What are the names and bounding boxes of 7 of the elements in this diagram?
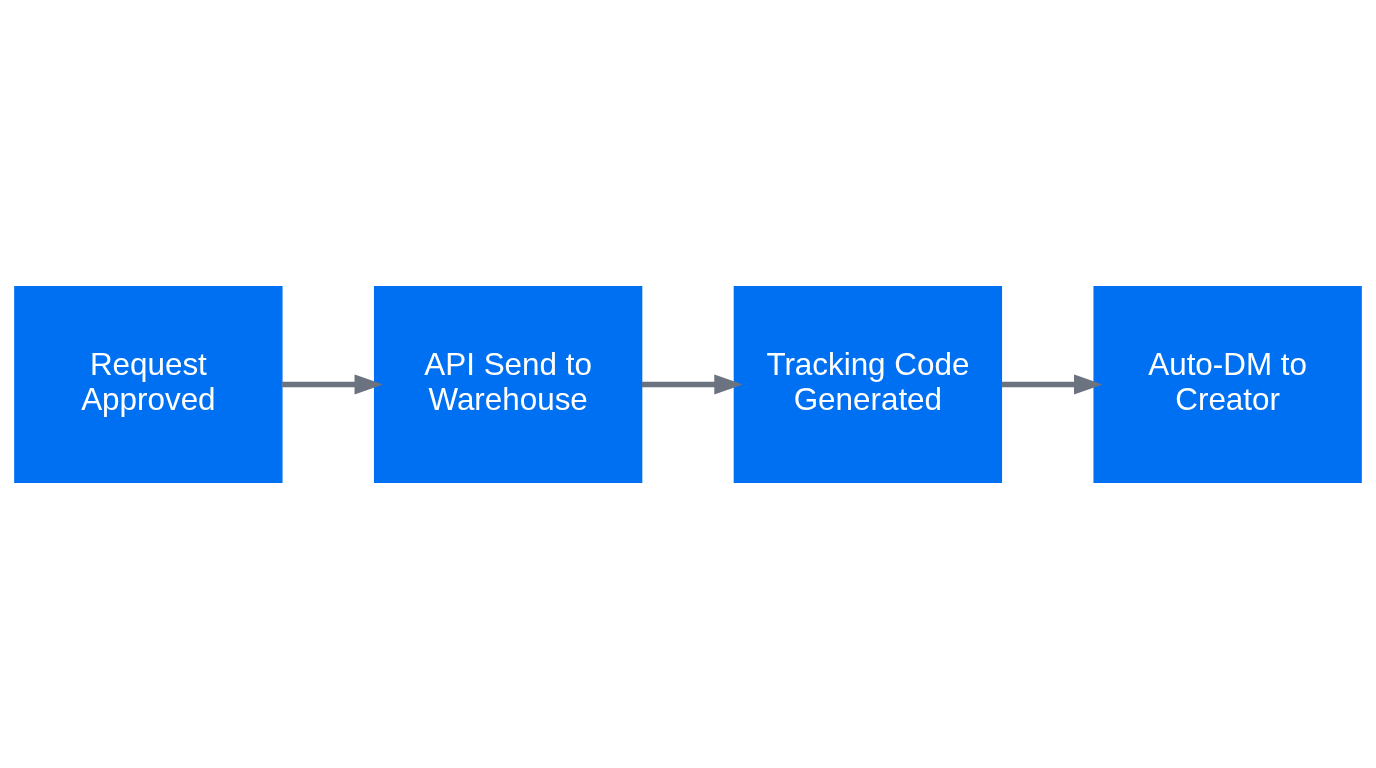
arrow	[282, 373, 384, 395]
node-box: Auto-DM to Creator	[1093, 285, 1362, 483]
node-box: Tracking Code Generated	[733, 285, 1003, 483]
node-box: Request Approved	[14, 285, 283, 483]
arrow	[1001, 373, 1103, 395]
arrow	[641, 373, 743, 395]
node-box: API Send to Warehouse	[373, 285, 643, 483]
